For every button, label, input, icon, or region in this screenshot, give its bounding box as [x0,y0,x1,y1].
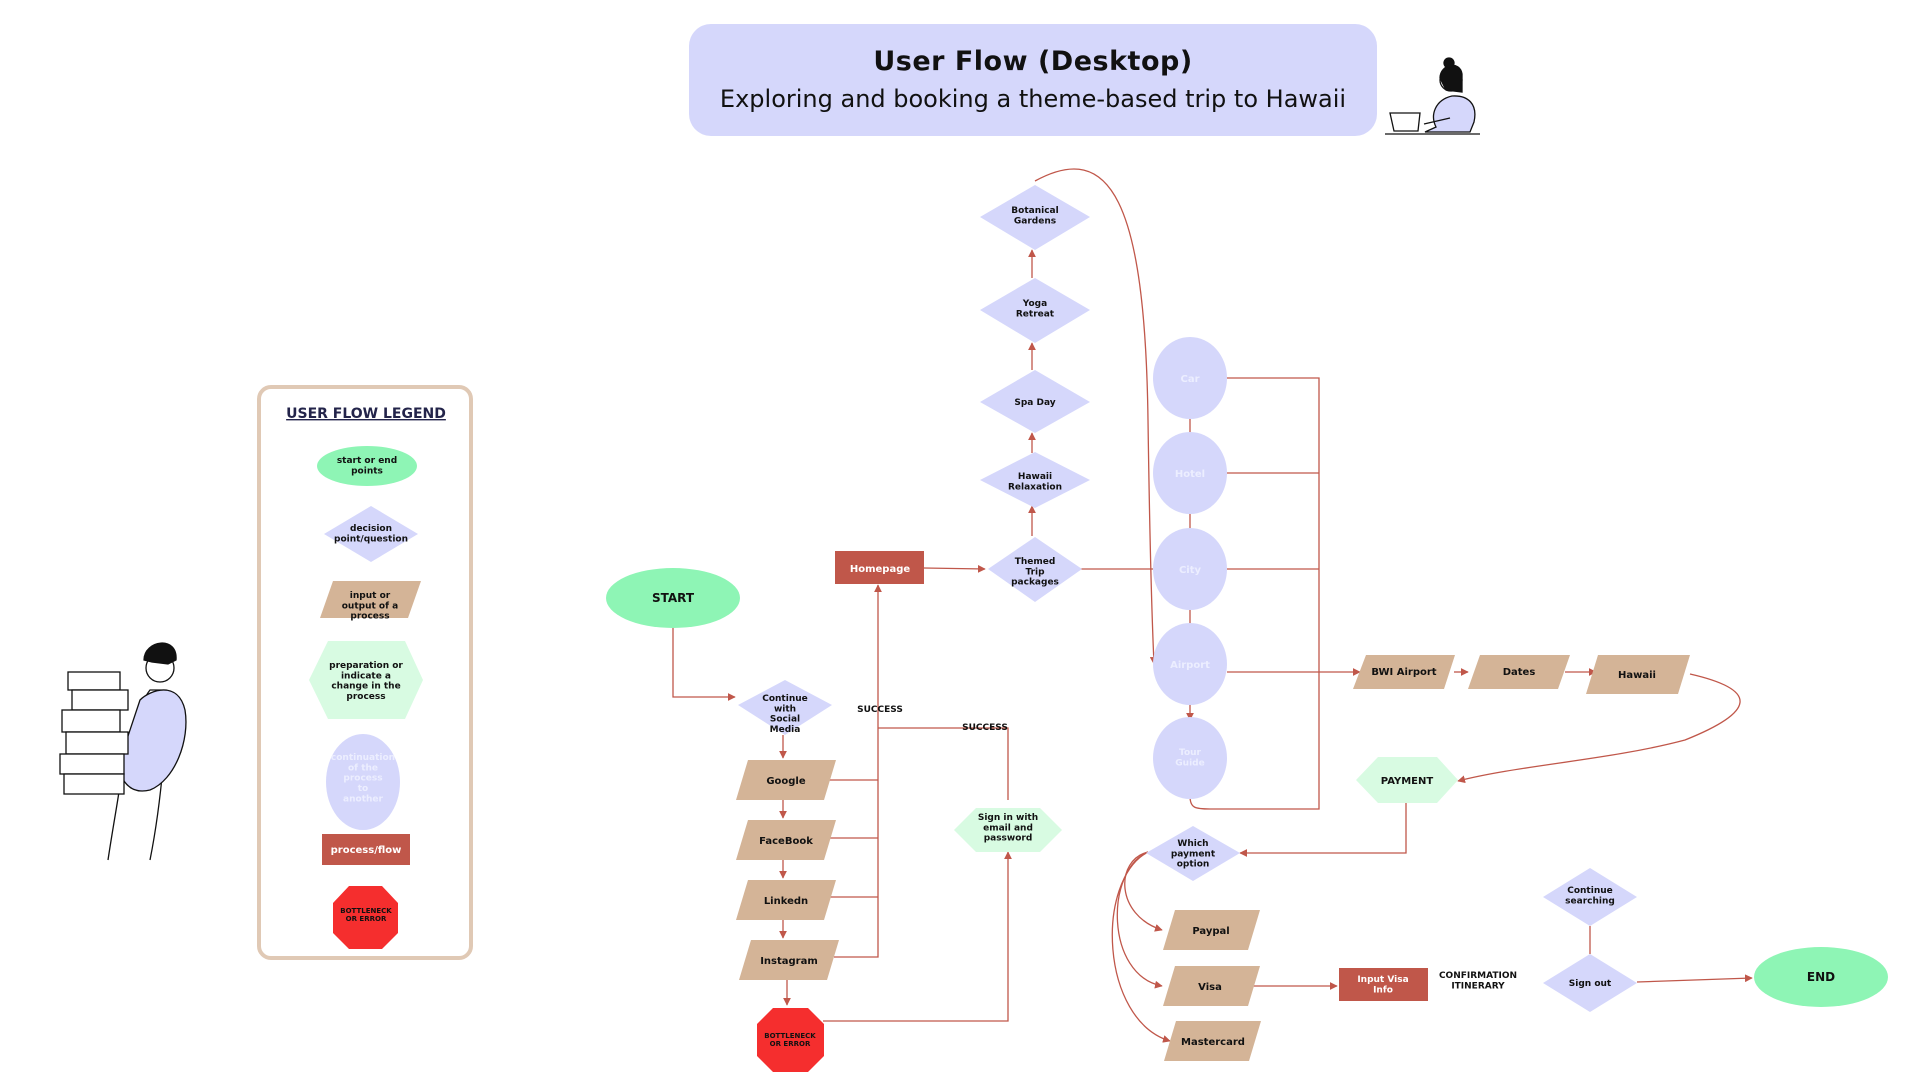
mastercard-io: Mastercard [1164,1021,1261,1061]
mastercard-label: Mastercard [1181,1037,1245,1048]
city-label: City [1179,565,1202,576]
start-node: START [606,568,740,628]
facebook-io: FaceBook [736,820,836,860]
connector-which-visa [1116,851,1163,989]
connector-payment-which [1239,803,1407,857]
connectors [672,168,1753,1043]
dates-io: Dates [1468,655,1570,689]
legend-title: USER FLOW LEGEND [286,406,446,422]
payment-preparation: PAYMENT [1356,757,1458,803]
hawaii-io: Hawaii [1586,655,1690,694]
connector-signin-success [878,727,1009,800]
person-carrying-boxes-icon [59,642,187,861]
success-label-1: SUCCESS [857,705,903,715]
google-label: Google [766,776,806,787]
start-label: START [652,591,695,605]
homepage-label: Homepage [850,564,911,575]
city-continuation: City [1153,528,1227,610]
title-box: User Flow (Desktop) Exploring and bookin… [689,24,1377,136]
connector-signout-end [1636,974,1753,983]
spa-label: Spa Day [1014,398,1055,408]
connector-options-bwi [1226,377,1360,672]
hawaii-label: Hawaii [1618,670,1656,681]
signout-label: Sign out [1569,979,1612,989]
google-io: Google [736,760,836,800]
connector-start-continue [672,625,736,701]
bwi-label: BWI Airport [1371,667,1436,678]
legend-process-label: process/flow [331,845,402,856]
connector-homepage-themed [923,564,986,573]
visa-io: Visa [1163,966,1260,1006]
connector-botanical-airport [1034,168,1158,665]
payment-label: PAYMENT [1381,776,1434,787]
title-main: User Flow (Desktop) [873,46,1193,77]
facebook-label: FaceBook [759,836,813,847]
visa-label: Visa [1198,982,1222,993]
car-label: Car [1180,374,1199,385]
linkedin-io: Linkedn [736,880,836,920]
hotel-label: Hotel [1175,469,1205,480]
connector-which-mastercard [1111,851,1171,1043]
connector-error-signin [823,851,1012,1022]
linkedin-label: Linkedn [764,896,808,907]
instagram-label: Instagram [760,956,818,967]
signout-decision: Sign out [1543,954,1637,1012]
spa-decision: Spa Day [980,370,1090,433]
instagram-io: Instagram [739,940,839,980]
car-continuation: Car [1153,337,1227,419]
airport-label: Airport [1170,660,1210,671]
end-node: END [1754,947,1888,1007]
success-label-2: SUCCESS [962,723,1008,733]
paypal-io: Paypal [1163,910,1260,950]
paypal-label: Paypal [1192,926,1229,937]
end-label: END [1807,970,1835,984]
bwi-io: BWI Airport [1353,655,1455,689]
airport-continuation: Airport [1153,623,1227,705]
dates-label: Dates [1503,667,1536,678]
connector-social-homepage [824,585,878,958]
connector-hawaii-payment [1457,673,1741,784]
hotel-continuation: Hotel [1153,432,1227,514]
title-subtitle: Exploring and booking a theme-based trip… [719,85,1347,113]
connector-which-paypal [1124,851,1163,932]
person-with-laptop-icon [1385,57,1480,135]
homepage-process: Homepage [835,551,924,584]
connector-tour-bwi [1189,672,1320,810]
